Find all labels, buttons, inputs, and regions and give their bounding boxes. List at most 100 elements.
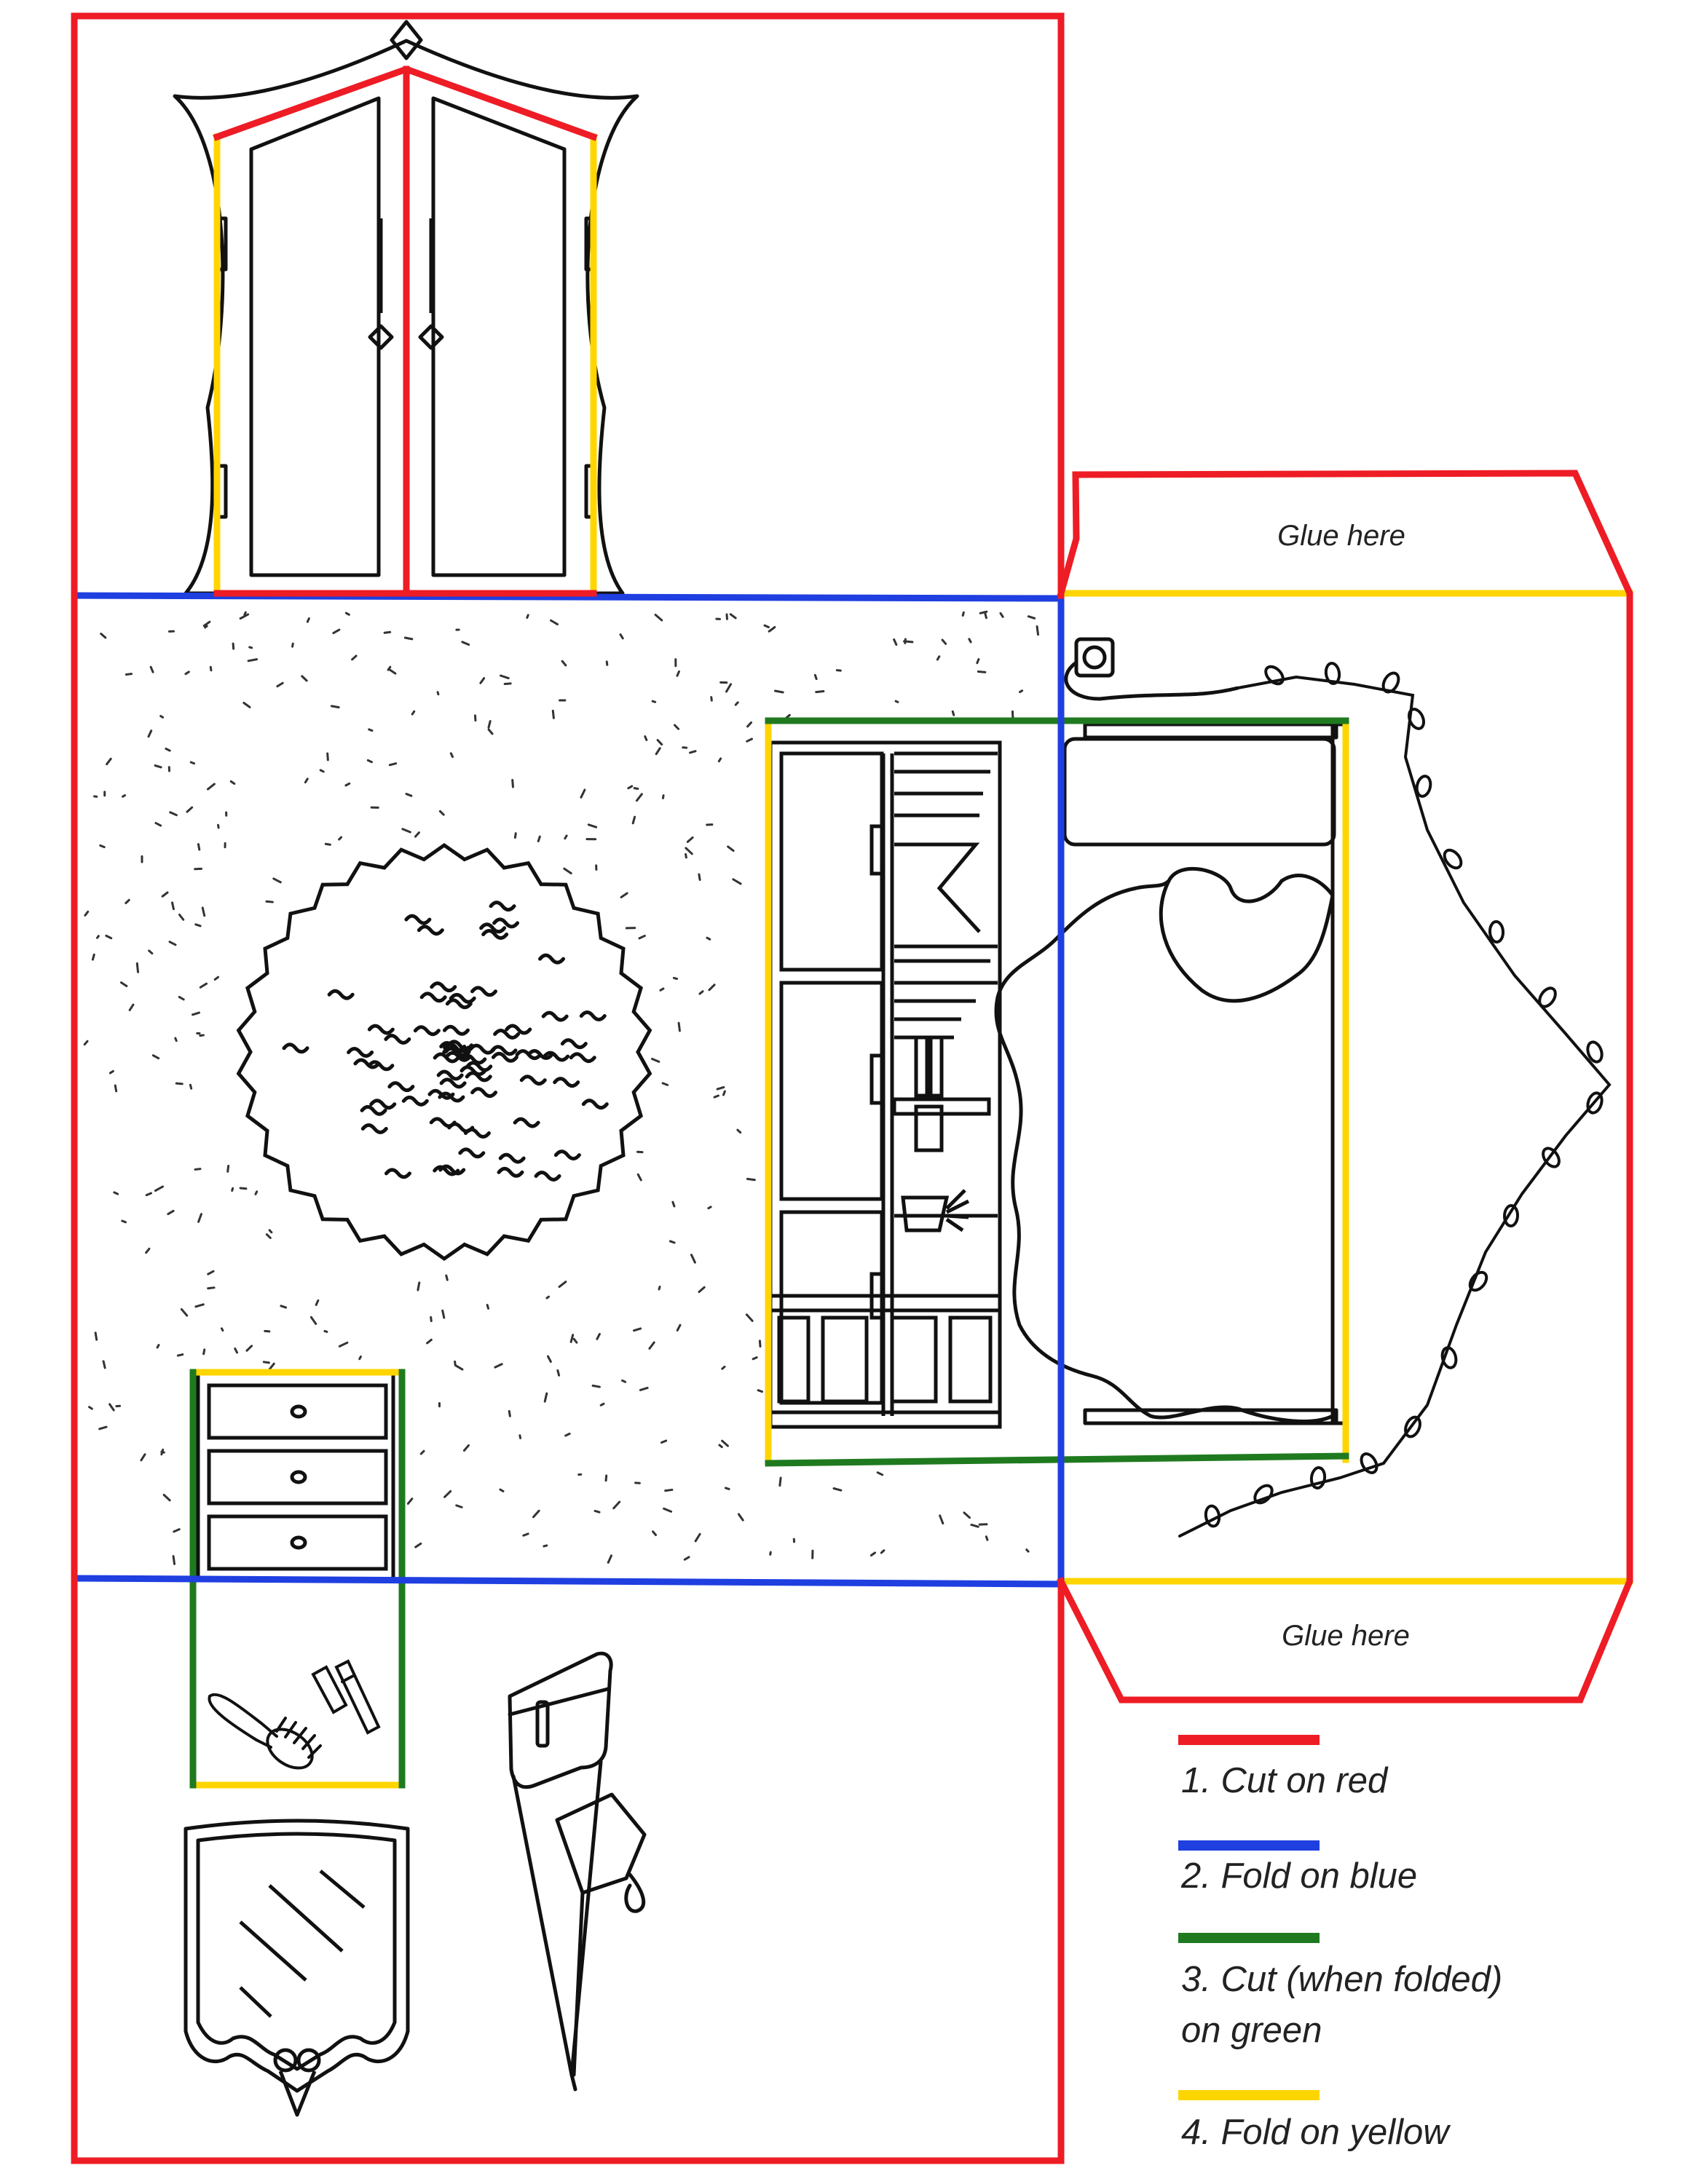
speckle [676, 1324, 682, 1332]
speckle [454, 1360, 457, 1366]
rug-texture-mark [490, 1045, 518, 1056]
speckle [189, 761, 196, 765]
speckle [604, 1474, 608, 1482]
speckle [169, 811, 178, 817]
speckle [454, 1364, 464, 1371]
speckle [114, 1084, 118, 1093]
speckle [135, 962, 140, 973]
speckle [154, 822, 162, 827]
speckle [306, 617, 310, 623]
rug-texture-mark [538, 953, 566, 965]
speckle [159, 715, 165, 719]
speckle [148, 949, 154, 955]
rug-texture-mark [581, 1099, 609, 1110]
speckle [239, 613, 250, 620]
fairy-light-bulb-icon [1381, 671, 1400, 694]
speckle [778, 1476, 782, 1487]
speckle [162, 1493, 171, 1502]
speckle [229, 780, 236, 785]
speckle [718, 1444, 723, 1449]
speckle [232, 642, 235, 650]
speckle [194, 1303, 205, 1308]
fairy-light-bulb-icon [1324, 662, 1341, 685]
speckle [500, 674, 510, 680]
speckle [979, 610, 988, 614]
speckle [125, 898, 130, 905]
speckle [315, 1299, 320, 1306]
speckle [706, 936, 711, 941]
rug-texture-mark [353, 1058, 381, 1069]
fairy-light-bulb-icon [1204, 1504, 1221, 1528]
speckle [773, 689, 784, 694]
speckle [685, 852, 687, 859]
rug-texture-mark [442, 1046, 470, 1058]
hairbrush-icon [208, 1693, 322, 1770]
speckle [140, 1453, 146, 1462]
speckle [213, 976, 220, 981]
rug-texture-mark [369, 1099, 397, 1110]
speckle [591, 1384, 601, 1388]
speckle [985, 1535, 989, 1541]
speckle [254, 1190, 259, 1195]
speckle [239, 1187, 248, 1190]
speckle [734, 701, 739, 706]
speckle [113, 1191, 119, 1195]
speckle [556, 1369, 561, 1377]
speckle [414, 831, 420, 838]
speckle [596, 1332, 601, 1340]
speckle [309, 1315, 318, 1325]
speckle [95, 935, 100, 939]
speckle [268, 1229, 273, 1234]
speckle [125, 673, 133, 676]
speckle [245, 1345, 253, 1352]
speckle [650, 1057, 660, 1063]
speckle [344, 782, 351, 787]
speckle [708, 984, 716, 992]
speckle [635, 793, 643, 802]
speckle [332, 628, 341, 635]
speckle [1036, 625, 1040, 636]
speckle [151, 1054, 160, 1060]
speckle [319, 769, 325, 773]
speckle [768, 625, 776, 633]
speckle [713, 1094, 719, 1099]
speckle [178, 913, 185, 921]
speckle [620, 892, 628, 898]
speckle [201, 906, 206, 917]
speckle [387, 668, 397, 675]
rug-texture-mark [282, 1042, 309, 1054]
rug-texture-mark [429, 1117, 457, 1128]
rug-texture-mark [413, 1025, 441, 1037]
speckle [736, 1128, 742, 1134]
speckle [280, 1305, 288, 1309]
speckle [746, 721, 753, 728]
rug-texture-mark [404, 914, 432, 925]
speckle [91, 953, 95, 961]
legend: 1. Cut on red 2. Fold on blue 3. Cut (wh… [1178, 1735, 1502, 2152]
rug-texture-mark [505, 1024, 532, 1035]
rug-texture-mark [438, 1091, 465, 1103]
glue-label-top: Glue here [1277, 520, 1405, 552]
speckle [351, 654, 358, 661]
speckle [247, 658, 259, 662]
speckle [207, 1286, 216, 1290]
speckle [330, 705, 340, 709]
speckle [658, 1286, 661, 1291]
speckle [383, 630, 392, 634]
speckle [813, 673, 818, 681]
speckle [174, 1037, 178, 1042]
speckle [455, 1504, 463, 1508]
rug-texture-mark [384, 1168, 411, 1179]
rug-texture-mark [543, 1051, 570, 1062]
speckle [147, 729, 153, 738]
legend-label-fold-blue: 2. Fold on blue [1180, 1856, 1417, 1896]
rug-texture-mark [489, 901, 516, 912]
speckle [627, 785, 634, 790]
rug-texture-mark [560, 1038, 588, 1050]
speckle [561, 660, 567, 667]
speckle [102, 1360, 106, 1369]
speckle [426, 1338, 433, 1345]
speckle [671, 1200, 676, 1208]
speckle [1025, 1548, 1030, 1553]
